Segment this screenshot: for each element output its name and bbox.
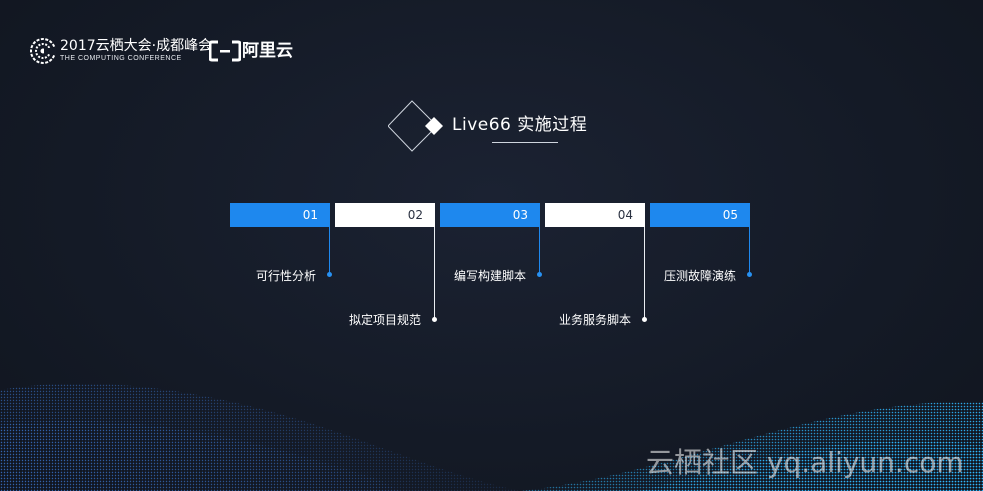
aliyun-logo-icon [209, 40, 241, 62]
step-box-03: 03 [440, 203, 540, 227]
step-number: 02 [407, 208, 423, 222]
step-label-02: 拟定项目规范 [348, 313, 421, 327]
step-dot [747, 272, 752, 277]
step-number: 01 [302, 208, 318, 222]
step-box-01: 01 [230, 203, 330, 227]
step-connector [644, 227, 645, 319]
step-dot [432, 317, 437, 322]
step-box-02: 02 [335, 203, 435, 227]
step-dot [642, 317, 647, 322]
particle-wave-background [0, 383, 983, 491]
step-number: 05 [722, 208, 738, 222]
globe-icon [30, 38, 56, 64]
slide-title: Live66 实施过程 [452, 115, 588, 135]
step-dot [327, 272, 332, 277]
diamond-icon [388, 100, 443, 152]
step-dot [537, 272, 542, 277]
title-underline [492, 142, 558, 143]
step-label-05: 压测故障演练 [663, 269, 736, 283]
step-box-05: 05 [650, 203, 750, 227]
step-connector [749, 227, 750, 274]
step-connector [539, 227, 540, 274]
step-box-04: 04 [545, 203, 645, 227]
brand-name: 阿里云 [242, 41, 293, 61]
conference-title: 2017云栖大会·成都峰会 [60, 38, 213, 54]
step-label-01: 可行性分析 [255, 269, 316, 283]
step-connector [329, 227, 330, 274]
conference-subtitle: THE COMPUTING CONFERENCE [60, 55, 182, 62]
step-connector [434, 227, 435, 319]
watermark: 云栖社区 yq.aliyun.com [646, 446, 964, 479]
step-number: 04 [617, 208, 633, 222]
step-label-04: 业务服务脚本 [558, 313, 631, 327]
step-number: 03 [512, 208, 528, 222]
step-label-03: 编写构建脚本 [453, 269, 526, 283]
